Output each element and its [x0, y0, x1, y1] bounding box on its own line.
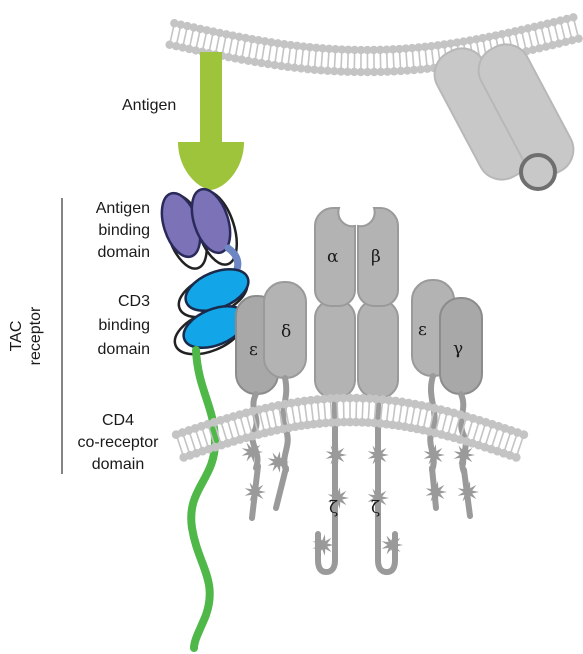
itam-star-icon [423, 444, 445, 466]
svg-text:Antigen: Antigen [96, 200, 150, 217]
alpha-label: α [327, 247, 339, 267]
cd3-binding-domain [173, 267, 250, 356]
tcr-beta-lower [357, 299, 399, 399]
mhc-ring-icon [519, 153, 557, 191]
zeta-right-label: ζ [371, 498, 380, 518]
tcr-alpha-lower [314, 299, 356, 399]
itam-star-icon [327, 487, 349, 509]
tcr-cd3-complex [235, 207, 483, 475]
cytoplasmic-tails [249, 457, 473, 576]
svg-text:binding: binding [98, 317, 150, 334]
receptor-label: receptor [27, 306, 44, 365]
itam-star-icon [453, 444, 475, 466]
svg-text:binding: binding [98, 222, 150, 239]
svg-text:domain: domain [92, 456, 144, 473]
svg-text:co-receptor: co-receptor [78, 434, 160, 451]
cd4-domain [187, 346, 220, 652]
gamma-label: γ [453, 339, 463, 359]
itam-star-icon [425, 481, 447, 503]
mhc-molecule [433, 43, 575, 191]
lower-membrane [171, 393, 529, 462]
cd3-binding-domain-label: CD3 binding domain [98, 293, 151, 358]
svg-text:CD4: CD4 [102, 412, 134, 429]
itam-star-icon [244, 481, 266, 503]
svg-text:domain: domain [98, 341, 150, 358]
itam-star-icon [367, 444, 389, 466]
itam-star-icon [241, 441, 263, 463]
zeta-left-label: ζ [329, 498, 338, 518]
itam-star-icon [267, 451, 289, 473]
epsilon-left-label: ε [249, 340, 258, 360]
itam-star-icon [325, 444, 347, 466]
antigen-shape [178, 52, 244, 190]
itam-star-icon [457, 481, 479, 503]
itam-star-icon [381, 534, 403, 556]
epsilon-right-label: ε [418, 320, 427, 340]
tac-label: TAC [8, 321, 25, 352]
itam-star-icon [312, 534, 334, 556]
itam-motifs [241, 441, 479, 556]
svg-text:CD3: CD3 [118, 293, 150, 310]
cd4-domain-label: CD4 co-receptor domain [78, 412, 160, 473]
itam-star-icon [367, 487, 389, 509]
antigen-label: Antigen [122, 97, 176, 114]
tcr-alpha-upper [314, 207, 356, 307]
antigen-binding-domain [160, 187, 239, 270]
antigen-binding-domain-label: Antigen binding domain [96, 200, 150, 261]
beta-label: β [371, 247, 381, 267]
delta-label: δ [281, 322, 291, 342]
svg-text:domain: domain [98, 244, 150, 261]
tcr-beta-upper [357, 207, 399, 307]
